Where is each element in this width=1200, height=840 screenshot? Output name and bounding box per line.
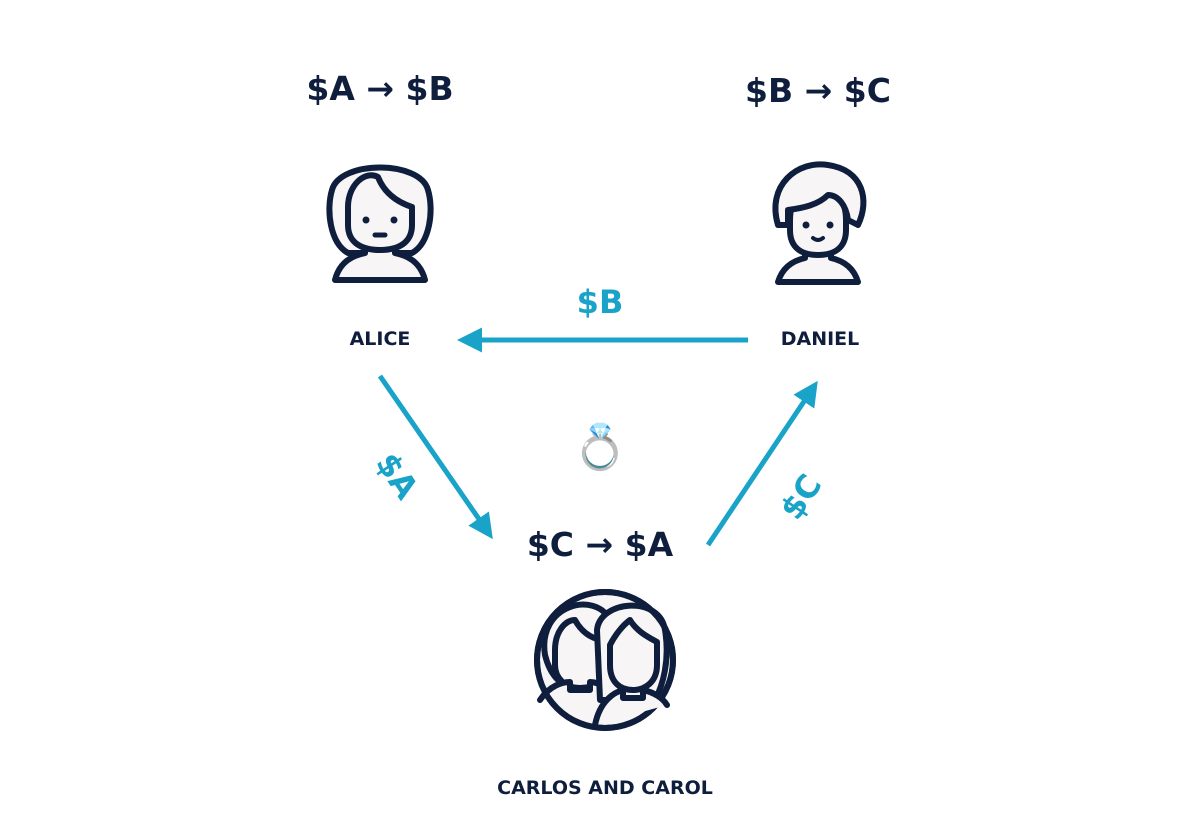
edge-label-b: $B bbox=[577, 283, 624, 321]
daniel-name: DANIEL bbox=[781, 328, 860, 350]
daniel-avatar-icon bbox=[772, 161, 867, 285]
arrow-couple-to-daniel bbox=[705, 380, 818, 547]
couple-avatar-icon bbox=[534, 589, 676, 731]
alice-name: ALICE bbox=[350, 328, 411, 350]
edge-label-a: $A bbox=[368, 446, 426, 506]
daniel-swap-label: $B → $C bbox=[745, 71, 891, 110]
alice-swap-label: $A → $B bbox=[306, 69, 453, 108]
couple-swap-label: $C → $A bbox=[527, 525, 674, 564]
edge-label-c: $C bbox=[772, 467, 829, 526]
alice-avatar-icon bbox=[326, 164, 434, 283]
arrow-alice-to-couple bbox=[377, 374, 493, 540]
couple-name: CARLOS AND CAROL bbox=[497, 777, 713, 799]
ring-icon: 💍 bbox=[573, 422, 628, 473]
